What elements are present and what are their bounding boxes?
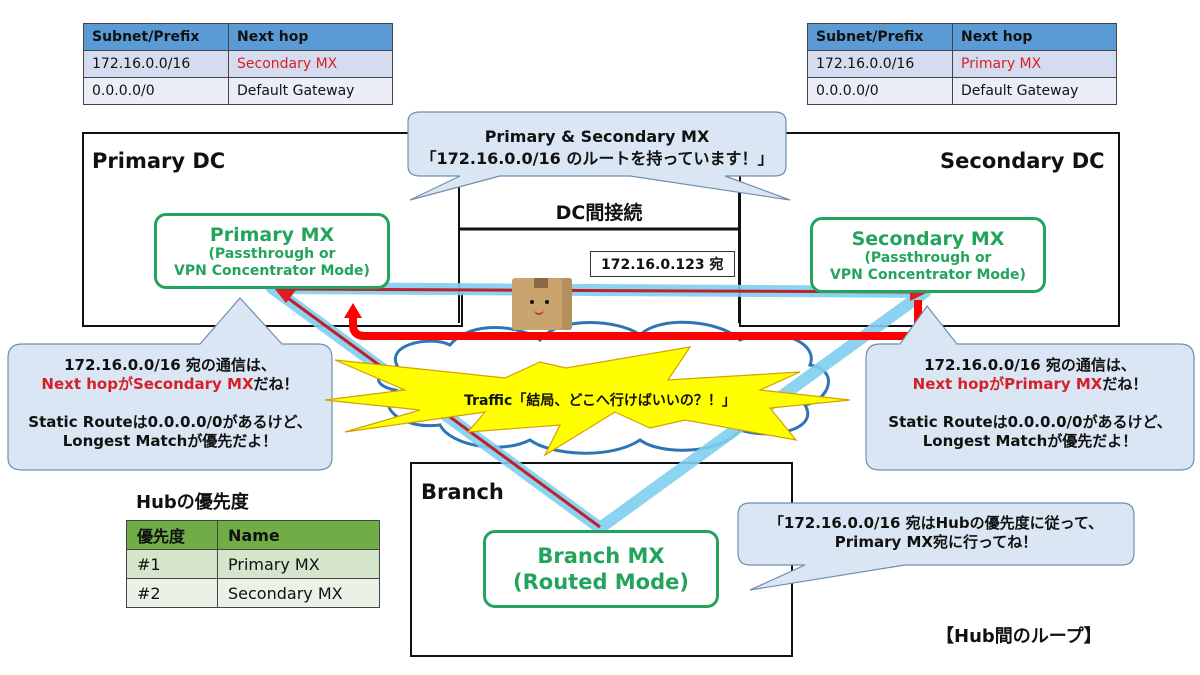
left-callout-line2-rest: だね！ — [253, 375, 299, 393]
name-cell: Primary MX — [217, 549, 380, 579]
diagram-caption: 【Hub間のループ】 — [936, 626, 1102, 647]
top-callout-text: Primary & Secondary MX 「172.16.0.0/16 のル… — [408, 126, 786, 170]
left-callout-line3: Static Routeは0.0.0.0/0があるけど、 — [28, 413, 312, 431]
left-callout-shape — [7, 297, 333, 471]
header-subnet: Subnet/Prefix — [83, 23, 229, 51]
next-hop-cell: Secondary MX — [228, 50, 393, 78]
primary-mx-mode-line2: VPN Concentrator Mode) — [174, 263, 370, 279]
header-priority: 優先度 — [126, 520, 218, 550]
table-row: #2 Secondary MX — [126, 578, 380, 608]
branch-mx-name: Branch MX — [537, 544, 665, 568]
left-callout-text: 172.16.0.0/16 宛の通信は、 Next hopがSecondary … — [8, 356, 332, 451]
header-name: Name — [217, 520, 380, 550]
branch-callout-line1: 「172.16.0.0/16 宛はHubの優先度に従って、 — [768, 514, 1104, 532]
header-next-hop: Next hop — [952, 23, 1117, 51]
prefix-cell: 0.0.0.0/0 — [807, 77, 953, 105]
arrowhead-loop — [344, 303, 362, 318]
branch-mx-node[interactable]: Branch MX (Routed Mode) — [483, 530, 719, 608]
header-subnet: Subnet/Prefix — [807, 23, 953, 51]
packet-box-icon — [512, 278, 572, 330]
traffic-burst — [324, 346, 851, 457]
primary-mx-name: Primary MX — [209, 224, 335, 246]
header-next-hop: Next hop — [228, 23, 393, 51]
packet-eye-right — [545, 300, 549, 304]
table-row: 0.0.0.0/0 Default Gateway — [83, 77, 393, 105]
right-callout-line4: Longest Matchが優先だよ！ — [922, 432, 1138, 450]
top-callout-shape — [407, 111, 791, 201]
packet-eye-left — [530, 300, 534, 304]
secondary-mx-name: Secondary MX — [851, 228, 1005, 250]
secondary-mx-node[interactable]: Secondary MX (Passthrough or VPN Concent… — [810, 217, 1046, 293]
right-callout-next-hop: Next hopがPrimary MX — [912, 375, 1103, 393]
next-hop-cell: Default Gateway — [952, 77, 1117, 105]
secondary-mx-mode-line1: (Passthrough or — [864, 250, 992, 266]
top-callout-line2: 「172.16.0.0/16 のルートを持っています！」 — [420, 149, 774, 168]
right-callout-line1: 172.16.0.0/16 宛の通信は、 — [924, 356, 1136, 374]
right-callout-line3: Static Routeは0.0.0.0/0があるけど、 — [888, 413, 1172, 431]
name-cell: Secondary MX — [217, 578, 380, 608]
secondary-mx-mode-line2: VPN Concentrator Mode) — [830, 267, 1026, 283]
top-callout-line1: Primary & Secondary MX — [484, 127, 710, 146]
table-row: 0.0.0.0/0 Default Gateway — [807, 77, 1117, 105]
packet-mouth — [534, 308, 544, 315]
left-callout-next-hop: Next hopがSecondary MX — [41, 375, 254, 393]
right-callout-line2-rest: だね！ — [1102, 375, 1148, 393]
branch-mx-mode: (Routed Mode) — [513, 570, 689, 594]
left-callout-line2: Next hopがSecondary MXだね！ — [8, 375, 332, 394]
priority-cell: #1 — [126, 549, 218, 579]
prefix-cell: 172.16.0.0/16 — [807, 50, 953, 78]
next-hop-cell: Primary MX — [952, 50, 1117, 78]
prefix-cell: 0.0.0.0/0 — [83, 77, 229, 105]
left-callout-line4: Longest Matchが優先だよ！ — [62, 432, 278, 450]
packet-tape — [534, 278, 548, 288]
traffic-exclaim-text: Traffic「結局、どこへ行けばいいの？！」 — [464, 393, 736, 409]
packet-label: 172.16.0.123 宛 — [590, 251, 735, 277]
right-callout-line2: Next hopがPrimary MXだね！ — [866, 375, 1194, 394]
next-hop-cell: Default Gateway — [228, 77, 393, 105]
hub-priority-table: 優先度 Name #1 Primary MX #2 Secondary MX — [126, 520, 380, 608]
right-callout-shape — [865, 304, 1195, 471]
priority-cell: #2 — [126, 578, 218, 608]
table-row: #1 Primary MX — [126, 549, 380, 579]
arrowhead-primary — [274, 288, 296, 303]
primary-dc-title: Primary DC — [92, 149, 226, 173]
secondary-route-table: Subnet/Prefix Next hop 172.16.0.0/16 Pri… — [807, 23, 1117, 105]
route-primary-to-secondary — [277, 287, 913, 294]
dc-link-label: DC間接続 — [555, 202, 643, 224]
table-row: 172.16.0.0/16 Primary MX — [807, 50, 1117, 78]
primary-mx-mode-line1: (Passthrough or — [208, 246, 336, 262]
right-callout-text: 172.16.0.0/16 宛の通信は、 Next hopがPrimary MX… — [866, 356, 1194, 451]
hub-priority-title: Hubの優先度 — [136, 492, 249, 513]
primary-mx-node[interactable]: Primary MX (Passthrough or VPN Concentra… — [154, 213, 390, 289]
branch-callout-shape — [737, 502, 1135, 591]
primary-route-table: Subnet/Prefix Next hop 172.16.0.0/16 Sec… — [83, 23, 393, 105]
left-callout-line1: 172.16.0.0/16 宛の通信は、 — [64, 356, 276, 374]
branch-callout-text: 「172.16.0.0/16 宛はHubの優先度に従って、 Primary MX… — [738, 514, 1134, 552]
branch-title: Branch — [421, 480, 504, 504]
branch-callout-line2: Primary MX宛に行ってね！ — [834, 533, 1038, 551]
secondary-dc-title: Secondary DC — [940, 149, 1105, 173]
